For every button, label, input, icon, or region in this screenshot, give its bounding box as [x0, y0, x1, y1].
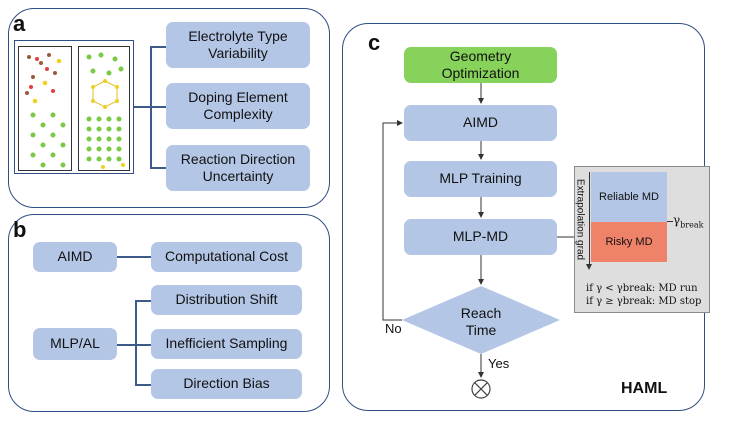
computational-cost-box: Computational Cost	[151, 242, 302, 272]
panel-c-label: c	[368, 30, 381, 55]
connector-line	[135, 384, 151, 386]
reaction-direction-uncertainty-box: Reaction Direction Uncertainty	[166, 145, 310, 191]
gamma-break-label: γbreak	[673, 213, 703, 229]
distribution-shift-box: Distribution Shift	[151, 285, 302, 315]
reach-time-label: Reach Time	[460, 305, 502, 338]
structure-image-frame	[14, 40, 134, 174]
gamma-break-marker-line	[667, 221, 673, 222]
no-label: No	[385, 321, 402, 336]
connector-line	[135, 300, 137, 385]
electrolyte-structure-illustration	[25, 53, 66, 168]
risky-md-region: Risky MD	[591, 222, 667, 262]
gamma-subscript: break	[680, 220, 704, 230]
gamma-symbol: γ	[673, 213, 681, 227]
reliable-md-region: Reliable MD	[591, 172, 667, 222]
structure-image-left	[18, 46, 72, 171]
aimd-box: AIMD	[33, 242, 117, 272]
rule-md-stop: if γ ≥ γbreak: MD stop	[586, 296, 702, 307]
geometry-optimization-box: Geometry Optimization	[404, 47, 557, 83]
extrapolation-axis-line	[589, 172, 590, 266]
connector-line	[117, 256, 151, 258]
mlp-al-box: MLP/AL	[33, 328, 117, 360]
connector-line	[150, 167, 166, 169]
connector-line	[150, 106, 166, 108]
mlp-md-box: MLP-MD	[404, 219, 557, 255]
mlp-training-box: MLP Training	[404, 161, 557, 197]
connector-line	[135, 300, 151, 302]
connector-line	[135, 344, 151, 346]
aimd-step-box: AIMD	[404, 105, 557, 141]
structure-image-right	[78, 46, 130, 171]
connector-line	[150, 46, 166, 48]
extrapolation-grad-axis-label: Extrapolation grad	[574, 178, 586, 261]
panel-b-label: b	[13, 217, 27, 242]
rule-md-run: if γ < γbreak: MD run	[586, 283, 698, 294]
direction-bias-box: Direction Bias	[151, 369, 302, 399]
connector-line	[117, 344, 135, 346]
yes-label: Yes	[488, 356, 510, 371]
extrapolation-axis-arrowhead	[586, 264, 592, 270]
doped-structure-illustration	[86, 52, 125, 169]
panel-a-label: a	[13, 11, 26, 36]
haml-brand-label: HAML	[621, 380, 668, 397]
inefficient-sampling-box: Inefficient Sampling	[151, 329, 302, 359]
electrolyte-type-variability-box: Electrolyte Type Variability	[166, 22, 310, 68]
connector-line	[134, 106, 150, 108]
doping-element-complexity-box: Doping Element Complexity	[166, 83, 310, 129]
